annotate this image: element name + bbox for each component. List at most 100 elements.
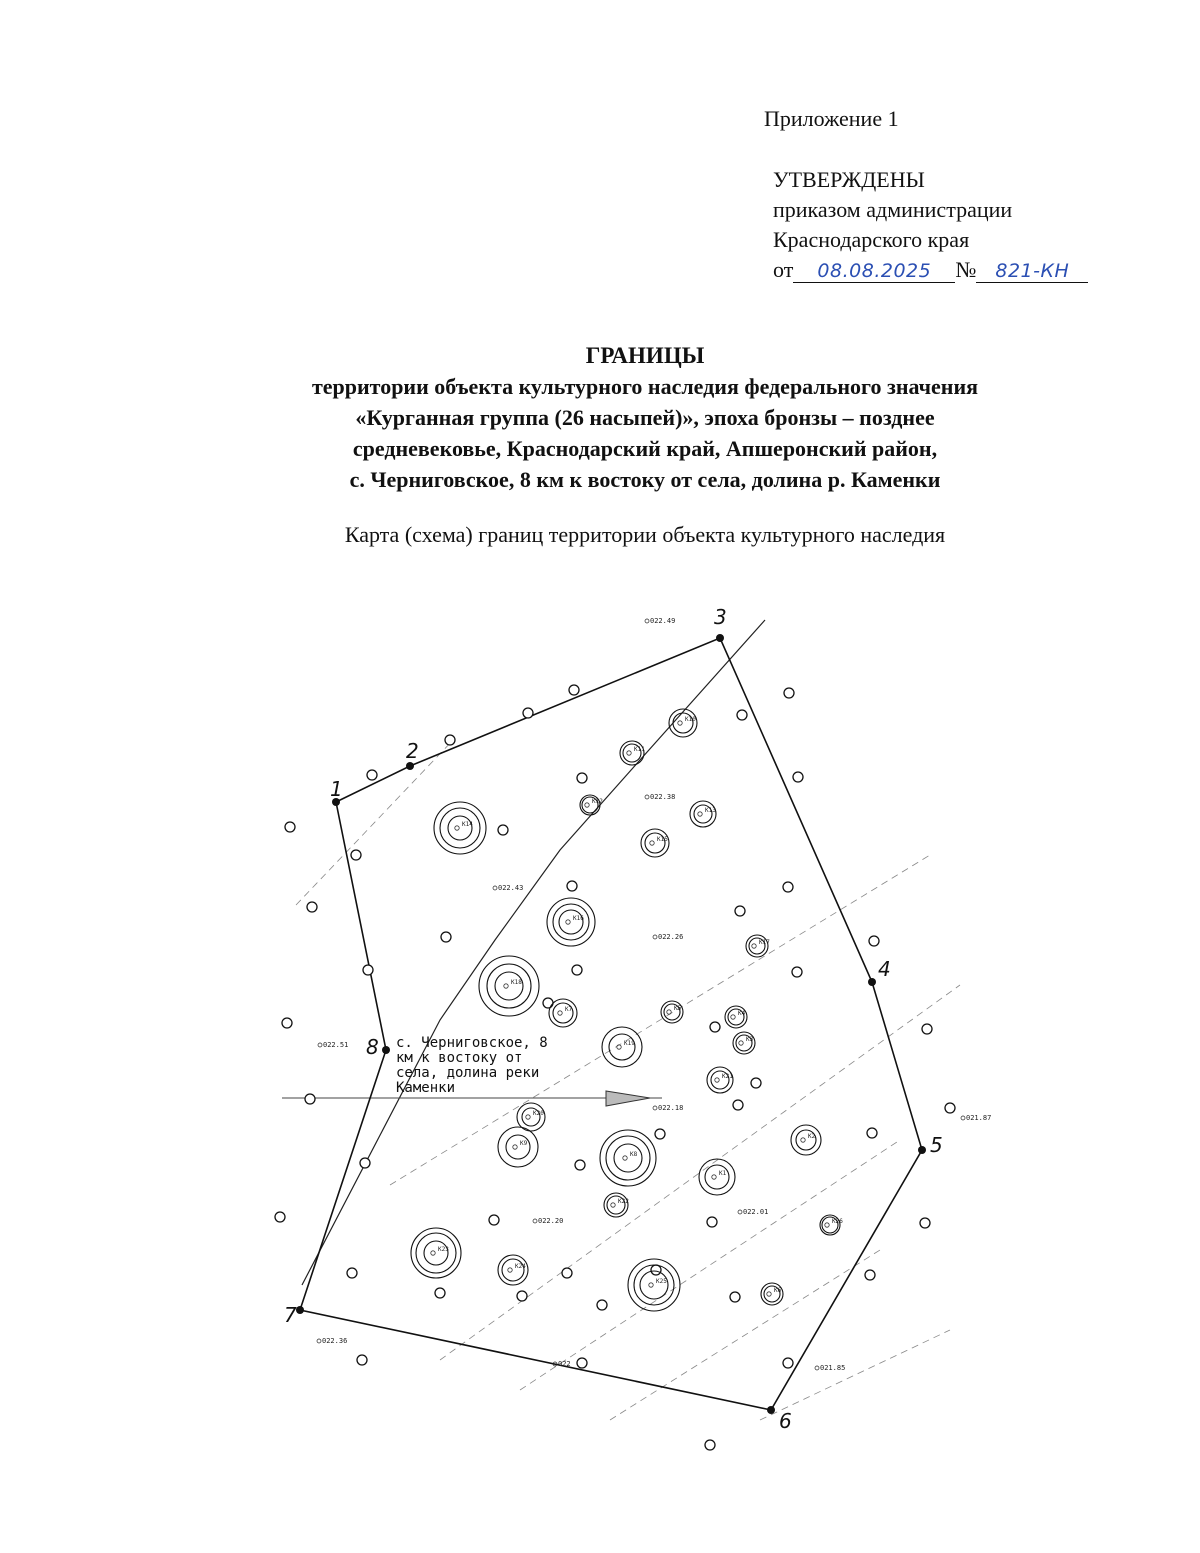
mound-contour	[548, 998, 578, 1028]
elevation-dot	[960, 1115, 966, 1121]
survey-marker	[734, 905, 746, 917]
survey-marker	[366, 769, 378, 781]
elevation-dot	[644, 794, 650, 800]
mound-contour	[497, 1126, 539, 1168]
survey-marker	[306, 901, 318, 913]
mound-contour	[579, 794, 601, 816]
mound-contour	[581, 796, 599, 814]
mound: К3	[732, 1031, 756, 1055]
mound-label: К4	[738, 1010, 746, 1017]
survey-marker	[782, 1357, 794, 1369]
mound-contour	[601, 1026, 643, 1068]
mound-contour	[660, 1000, 684, 1024]
order-number: 821-КН	[995, 260, 1070, 282]
mound-label: К25	[656, 1278, 667, 1285]
mound-label: К14	[462, 821, 473, 828]
elevation-labels: 022.49022.38022.43022.26022.51022.18021.…	[316, 617, 991, 1372]
mound: К1	[698, 1158, 736, 1196]
callout-line: км к востоку от	[396, 1050, 522, 1066]
mound-center	[738, 1040, 744, 1046]
elevation-label: 022.18	[658, 1104, 683, 1112]
mound-center	[648, 1282, 654, 1288]
mound-label: К15	[657, 836, 668, 843]
mound-contour	[760, 1282, 784, 1306]
order-date: 08.08.2025	[817, 260, 932, 282]
elevation-label: 022.36	[322, 1337, 347, 1345]
mound-center	[557, 1010, 563, 1016]
mound-contour	[497, 1254, 529, 1286]
survey-marker	[362, 964, 374, 976]
survey-marker	[791, 966, 803, 978]
mound-label: К2	[808, 1133, 816, 1140]
mound: К8	[599, 1129, 657, 1187]
survey-marker	[359, 1157, 371, 1169]
mound-center	[666, 1009, 672, 1015]
mound-contour	[439, 807, 481, 849]
mound-contour	[613, 1143, 643, 1173]
survey-marker	[732, 1099, 744, 1111]
mound-contour	[735, 1034, 753, 1052]
survey-marker	[704, 1439, 716, 1451]
elevation-dot	[644, 618, 650, 624]
survey-marker	[346, 1267, 358, 1279]
boundary-point	[382, 1046, 390, 1054]
survey-marker	[566, 880, 578, 892]
elevation-dot	[652, 1105, 658, 1111]
mound-label: К7	[565, 1006, 573, 1013]
mound: К11	[619, 740, 645, 766]
mound: К21	[706, 1066, 734, 1094]
mound-contour	[639, 1270, 669, 1300]
mound-label: К22	[618, 1198, 629, 1205]
mound-contour	[689, 800, 717, 828]
elevation-label: 022.26	[658, 933, 683, 941]
mound: К18	[478, 955, 540, 1017]
elevation-label: 022	[558, 1360, 571, 1368]
mound-center	[584, 802, 590, 808]
mound-label: К20	[533, 1110, 544, 1117]
mound: К22	[603, 1192, 629, 1218]
mound-label: К8	[630, 1151, 638, 1158]
mound-label: К1	[719, 1170, 727, 1177]
survey-marker	[944, 1102, 956, 1114]
survey-marker	[576, 772, 588, 784]
survey-marker	[356, 1354, 368, 1366]
mound: К7	[548, 998, 578, 1028]
boundary-point	[918, 1146, 926, 1154]
mound-contour	[672, 712, 694, 734]
mound-label: К3	[746, 1036, 754, 1043]
mound-center	[430, 1250, 436, 1256]
survey-marker	[792, 771, 804, 783]
survey-marker	[571, 964, 583, 976]
boundary-point-label: 3	[714, 605, 727, 629]
mound-label: К17	[759, 939, 770, 946]
elevation-label: 022.43	[498, 884, 523, 892]
mound: К6	[760, 1282, 784, 1306]
mound-contour	[819, 1214, 841, 1236]
callout-line: Каменки	[396, 1080, 455, 1096]
approved-region: Краснодарского края	[773, 227, 970, 252]
from-label: от	[773, 257, 794, 282]
order-date-number: от 08.08.2025 № 821-КН	[773, 255, 1089, 285]
mound: К20	[516, 1102, 546, 1132]
mound-center	[610, 1202, 616, 1208]
survey-marker	[440, 931, 452, 943]
boundary-point-label: 6	[779, 1409, 792, 1433]
mound-center	[626, 750, 632, 756]
mound-center	[649, 840, 655, 846]
title-line-1: территории объекта культурного наследия …	[311, 374, 979, 399]
road-line	[301, 619, 766, 1286]
mound-contour	[603, 1192, 629, 1218]
mound-contour	[606, 1195, 626, 1215]
number-label: №	[955, 257, 977, 282]
grid-line	[439, 984, 961, 1361]
mound-contour	[698, 1158, 736, 1196]
order-date-field: 08.08.2025	[793, 259, 956, 283]
elevation-dot	[317, 1042, 323, 1048]
pointer-arrow	[605, 1090, 651, 1107]
mound: К17	[745, 934, 770, 958]
mound-contour	[447, 815, 473, 841]
survey-marker	[866, 1127, 878, 1139]
elevation-dot	[552, 1361, 558, 1367]
survey-marker	[782, 881, 794, 893]
mound-label: К26	[832, 1218, 843, 1225]
